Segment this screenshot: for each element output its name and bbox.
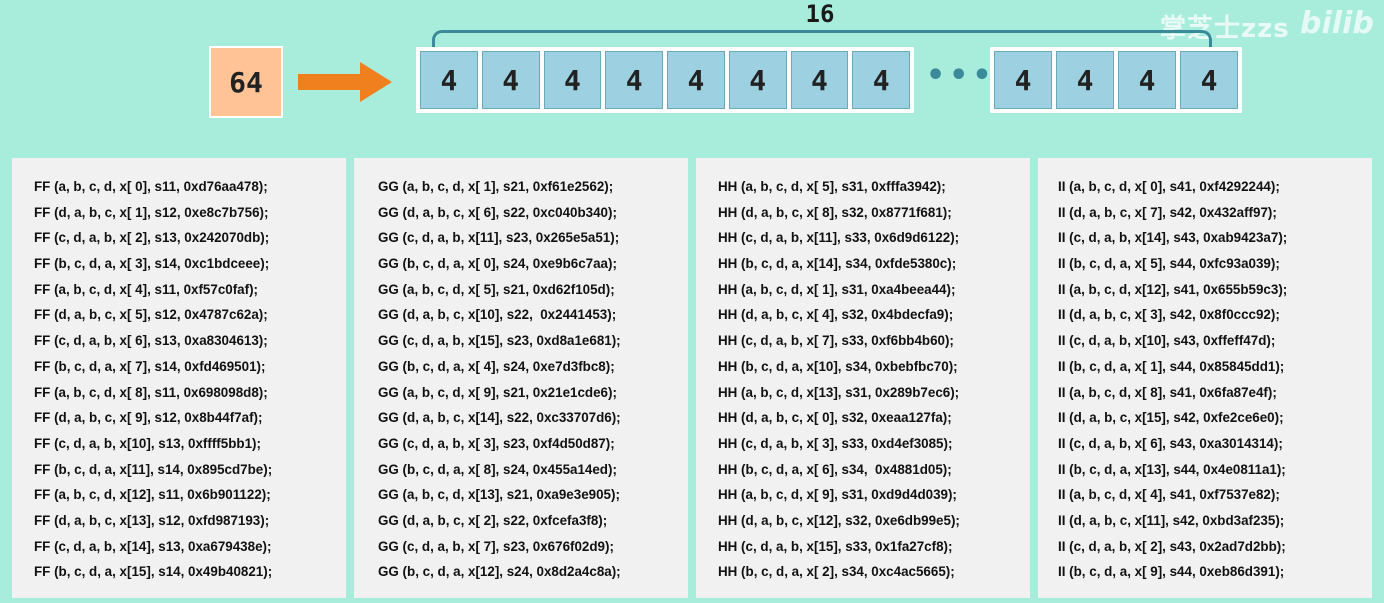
round-step-line: II (d, a, b, c, x[15], s42, 0xfe2ce6e0); (1058, 410, 1284, 426)
round-step-line: HH (c, d, a, b, x[ 7], s33, 0xf6bb4b60); (718, 333, 954, 349)
round-step-line: FF (a, b, c, d, x[12], s11, 0x6b901122); (34, 487, 271, 503)
round-step-line: II (d, a, b, c, x[ 7], s42, 0x432aff97); (1058, 204, 1277, 220)
round-step-line: GG (d, a, b, c, x[10], s22, 0x2441453); (378, 307, 617, 323)
round-step-line: II (a, b, c, d, x[ 0], s41, 0xf4292244); (1058, 179, 1280, 194)
word-cell: 4 (667, 51, 725, 109)
round-step-line: FF (a, b, c, d, x[ 4], s11, 0xf57c0faf); (34, 281, 258, 297)
arrow-right-icon (298, 62, 392, 102)
round-step-line: GG (b, c, d, a, x[ 4], s24, 0xe7d3fbc8); (378, 358, 615, 374)
round-step-line: FF (a, b, c, d, x[ 0], s11, 0xd76aa478); (34, 179, 268, 194)
round-step-line: II (c, d, a, b, x[10], s43, 0xffeff47d); (1058, 333, 1276, 349)
round-step-line: HH (d, a, b, c, x[ 4], s32, 0x4bdecfa9); (718, 307, 954, 323)
word-cell: 4 (994, 51, 1052, 109)
panel-ii-round: II (a, b, c, d, x[ 0], s41, 0xf4292244);… (1038, 158, 1372, 598)
word-cell: 4 (1118, 51, 1176, 109)
round-step-line: GG (b, c, d, a, x[ 0], s24, 0xe9b6c7aa); (378, 256, 617, 272)
round-step-line: II (a, b, c, d, x[ 4], s41, 0xf7537e82); (1058, 487, 1280, 503)
round-step-line: FF (a, b, c, d, x[ 8], s11, 0x698098d8); (34, 384, 268, 400)
word-cell: 4 (481, 51, 540, 109)
round-step-line: II (b, c, d, a, x[ 1], s44, 0x85845dd1); (1058, 358, 1285, 374)
round-step-line: GG (a, b, c, d, x[ 5], s21, 0xd62f105d); (378, 281, 615, 297)
round-step-line: GG (d, a, b, c, x[ 2], s22, 0xfcefa3f8); (378, 512, 608, 528)
round-step-line: FF (c, d, a, b, x[ 2], s13, 0x242070db); (34, 230, 270, 246)
round-step-line: GG (b, c, d, a, x[ 8], s24, 0x455a14ed); (378, 461, 617, 477)
round-step-line: HH (d, a, b, c, x[12], s32, 0xe6db99e5); (718, 512, 960, 528)
word-cell: 4 (1180, 51, 1238, 109)
word-cell: 4 (420, 51, 478, 109)
round-step-line: GG (c, d, a, b, x[ 3], s23, 0xf4d50d87); (378, 435, 615, 451)
round-step-line: HH (a, b, c, d, x[ 5], s31, 0xfffa3942); (718, 179, 946, 194)
word-cell: 4 (1056, 51, 1114, 109)
brace-bracket (432, 30, 1212, 62)
round-step-line: FF (d, a, b, c, x[ 9], s12, 0x8b44f7af); (34, 410, 263, 426)
word-cell: 4 (728, 51, 787, 109)
panel-ff-round: FF (a, b, c, d, x[ 0], s11, 0xd76aa478);… (12, 158, 346, 598)
round-step-line: GG (d, a, b, c, x[ 6], s22, 0xc040b340); (378, 204, 617, 220)
round-step-line: GG (a, b, c, d, x[ 1], s21, 0xf61e2562); (378, 179, 614, 194)
round-step-line: GG (d, a, b, c, x[14], s22, 0xc33707d6); (378, 410, 621, 426)
panel-hh-round: HH (a, b, c, d, x[ 5], s31, 0xfffa3942);… (696, 158, 1030, 598)
round-step-line: II (c, d, a, b, x[ 2], s43, 0x2ad7d2bb); (1058, 538, 1286, 554)
round-step-line: II (d, a, b, c, x[11], s42, 0xbd3af235); (1058, 512, 1285, 528)
round-step-line: HH (a, b, c, d, x[ 1], s31, 0xa4beea44); (718, 281, 956, 297)
round-step-line: GG (a, b, c, d, x[ 9], s21, 0x21e1cde6); (378, 384, 617, 400)
round-step-line: II (c, d, a, b, x[14], s43, 0xab9423a7); (1058, 230, 1288, 246)
round-step-line: FF (b, c, d, a, x[15], s14, 0x49b40821); (34, 564, 273, 580)
round-step-line: HH (b, c, d, a, x[10], s34, 0xbebfbc70); (718, 358, 958, 374)
round-step-line: GG (c, d, a, b, x[15], s23, 0xd8a1e681); (378, 333, 621, 349)
input-size-box: 64 (209, 46, 283, 118)
round-step-line: FF (d, a, b, c, x[ 5], s12, 0x4787c62a); (34, 307, 268, 323)
round-step-line: HH (a, b, c, d, x[ 9], s31, 0xd9d4d039); (718, 487, 957, 503)
word-cell: 4 (852, 51, 910, 109)
round-step-line: GG (b, c, d, a, x[12], s24, 0x8d2a4c8a); (378, 564, 621, 580)
round-step-line: II (a, b, c, d, x[ 8], s41, 0x6fa87e4f); (1058, 384, 1277, 400)
round-step-line: FF (d, a, b, c, x[ 1], s12, 0xe8c7b756); (34, 204, 269, 220)
round-step-line: II (b, c, d, a, x[13], s44, 0x4e0811a1); (1058, 461, 1286, 477)
round-step-line: GG (c, d, a, b, x[11], s23, 0x265e5a51); (378, 230, 620, 246)
round-step-line: HH (c, d, a, b, x[ 3], s33, 0xd4ef3085); (718, 435, 953, 451)
round-step-line: FF (c, d, a, b, x[ 6], s13, 0xa8304613); (34, 333, 268, 349)
round-step-line: FF (d, a, b, c, x[13], s12, 0xfd987193); (34, 512, 270, 528)
round-step-line: II (d, a, b, c, x[ 3], s42, 0x8f0ccc92); (1058, 307, 1280, 323)
block-count-label: 16 (805, 0, 835, 28)
word-cell: 4 (543, 51, 602, 109)
round-step-line: II (b, c, d, a, x[ 5], s44, 0xfc93a039); (1058, 256, 1280, 272)
round-step-line: HH (b, c, d, a, x[ 6], s34, 0x4881d05); (718, 461, 952, 477)
round-step-line: II (c, d, a, b, x[ 6], s43, 0xa3014314); (1058, 435, 1283, 451)
round-step-line: FF (c, d, a, b, x[10], s13, 0xffff5bb1); (34, 435, 261, 451)
round-step-line: HH (b, c, d, a, x[ 2], s34, 0xc4ac5665); (718, 564, 955, 580)
watermark-text: 掌芝士zzs (1160, 14, 1290, 44)
round-step-line: FF (b, c, d, a, x[ 7], s14, 0xfd469501); (34, 358, 266, 374)
bilibili-logo: bilib (1300, 6, 1374, 41)
round-step-line: GG (a, b, c, d, x[13], s21, 0xa9e3e905); (378, 487, 620, 503)
round-step-line: HH (d, a, b, c, x[ 0], s32, 0xeaa127fa); (718, 410, 952, 426)
round-step-line: FF (b, c, d, a, x[11], s14, 0x895cd7be); (34, 461, 273, 477)
round-step-line: HH (d, a, b, c, x[ 8], s32, 0x8771f681); (718, 204, 952, 220)
round-step-line: II (b, c, d, a, x[ 9], s44, 0xeb86d391); (1058, 564, 1285, 580)
word-cell: 4 (605, 51, 663, 109)
round-step-line: HH (a, b, c, d, x[13], s31, 0x289b7ec6); (718, 384, 960, 400)
round-step-line: HH (c, d, a, b, x[11], s33, 0x6d9d6122); (718, 230, 960, 246)
round-step-line: FF (c, d, a, b, x[14], s13, 0xa679438e); (34, 538, 272, 554)
round-step-line: II (a, b, c, d, x[12], s41, 0x655b59c3); (1058, 281, 1288, 297)
ellipsis: ••• (926, 58, 996, 93)
panel-gg-round: GG (a, b, c, d, x[ 1], s21, 0xf61e2562);… (354, 158, 688, 598)
word-cell: 4 (790, 51, 849, 109)
round-step-line: FF (b, c, d, a, x[ 3], s14, 0xc1bdceee); (34, 256, 270, 272)
round-step-line: HH (b, c, d, a, x[14], s34, 0xfde5380c); (718, 256, 957, 272)
round-step-line: HH (c, d, a, b, x[15], s33, 0x1fa27cf8); (718, 538, 953, 554)
round-step-line: GG (c, d, a, b, x[ 7], s23, 0x676f02d9); (378, 538, 614, 554)
